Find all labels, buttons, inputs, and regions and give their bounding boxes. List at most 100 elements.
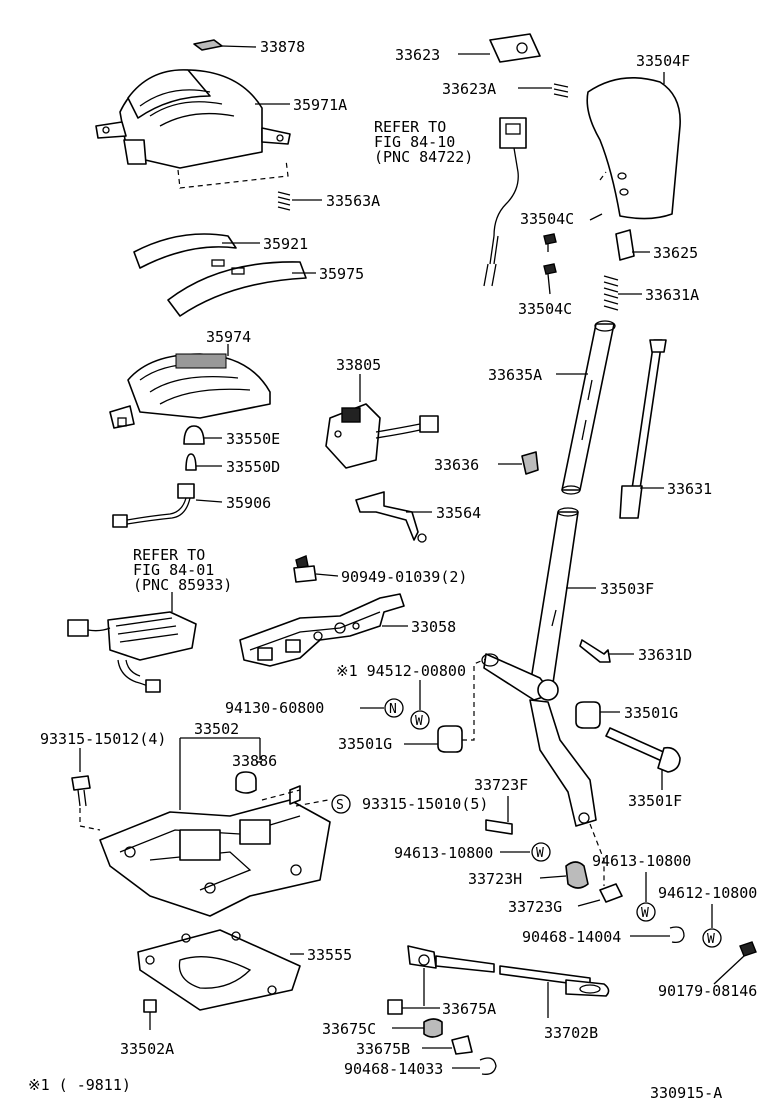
label-33550D: 33550D (226, 458, 280, 476)
part-33631A-spring (603, 275, 619, 311)
label-33886: 33886 (232, 752, 277, 770)
label-90468-14033: 90468-14033 (344, 1060, 443, 1078)
label-94512: ※1 94512-00800 (336, 662, 466, 680)
label-35974: 35974 (206, 328, 251, 346)
part-33675A-rod-end (407, 945, 495, 973)
part-33564-bracket (355, 491, 419, 541)
part-33723H-bushing (565, 861, 589, 889)
part-33631-rod (619, 339, 667, 519)
label-33631D: 33631D (638, 646, 692, 664)
label-33501G-right: 33501G (624, 704, 678, 722)
part-33555-plate (137, 929, 301, 1011)
part-33550E-bulb (183, 425, 205, 445)
label-33563A: 33563A (326, 192, 380, 210)
label-33805: 33805 (336, 356, 381, 374)
label-94612: 94612-10800 (658, 884, 757, 902)
label-33631A: 33631A (645, 286, 699, 304)
part-35974-cover (109, 353, 271, 429)
label-90468-14004: 90468-14004 (522, 928, 621, 946)
label-33723F: 33723F (474, 776, 528, 794)
label-33675C: 33675C (322, 1020, 376, 1038)
part-35975-plate (167, 261, 307, 317)
label-33502: 33502 (194, 720, 239, 738)
label-33623A: 33623A (442, 80, 496, 98)
label-33675B: 33675B (356, 1040, 410, 1058)
part-90949-clip (293, 555, 317, 583)
label-35906: 35906 (226, 494, 271, 512)
label-33504C-top: 33504C (520, 210, 574, 228)
ref-84-01-line3: (PNC 85933) (133, 576, 232, 594)
label-35921: 35921 (263, 235, 308, 253)
label-33702B: 33702B (544, 1024, 598, 1042)
label-33675A: 33675A (442, 1000, 496, 1018)
symbol-N (384, 698, 404, 718)
label-94130: 94130-60800 (225, 699, 324, 717)
footnote: ※1 ( -9811) (28, 1076, 131, 1094)
symbol-W-94512-letter: W (415, 714, 423, 729)
symbol-W-94613-left (531, 842, 551, 862)
part-33702B-rod (499, 965, 610, 997)
part-90468-14033-clip (479, 1057, 497, 1075)
part-35906-socket (112, 483, 195, 528)
symbol-W-94613-left-letter: W (536, 846, 544, 861)
symbol-W-94612-letter: W (707, 932, 715, 947)
label-33723G: 33723G (508, 898, 562, 916)
label-93315-15012: 93315-15012(4) (40, 730, 166, 748)
part-shift-lock-module (67, 611, 197, 693)
label-33635A: 33635A (488, 366, 542, 384)
symbol-W-94512 (410, 710, 430, 730)
figure-id: 330915-A (650, 1084, 722, 1102)
label-33501G-left: 33501G (338, 735, 392, 753)
part-33503F-shift-lever (481, 507, 597, 827)
part-33502-bracket (99, 785, 331, 917)
label-93315-15010: 93315-15010(5) (362, 795, 488, 813)
ref-84-01-line1: REFER TO (133, 546, 205, 564)
part-33501G-right-collar (575, 701, 601, 729)
symbol-W-94613-right (636, 902, 656, 922)
label-33502A: 33502A (120, 1040, 174, 1058)
label-33878: 33878 (260, 38, 305, 56)
ref-84-10-line1: REFER TO (374, 118, 446, 136)
symbol-W-94612 (702, 928, 722, 948)
part-33550D-bulb (185, 453, 197, 471)
part-33805-switch (325, 403, 439, 469)
part-33723F-pin (485, 819, 513, 835)
label-33564: 33564 (436, 504, 481, 522)
part-33623-connector (489, 33, 541, 63)
label-90949: 90949-01039(2) (341, 568, 467, 586)
part-33625-button (615, 229, 635, 261)
label-33503F: 33503F (600, 580, 654, 598)
part-35971A-housing (95, 69, 291, 169)
label-33723H: 33723H (468, 870, 522, 888)
label-33501F: 33501F (628, 792, 682, 810)
label-33550E: 33550E (226, 430, 280, 448)
part-35921-plate (133, 233, 237, 269)
label-33636: 33636 (434, 456, 479, 474)
label-33058: 33058 (411, 618, 456, 636)
label-94613-left: 94613-10800 (394, 844, 493, 862)
label-33504F: 33504F (636, 52, 690, 70)
part-33623A-spring (553, 83, 569, 98)
part-33886-bushing (235, 771, 257, 794)
part-33504C-screw-bottom (543, 263, 557, 275)
part-knob-switch (483, 117, 527, 287)
ref-84-10-line3: (PNC 84722) (374, 148, 473, 166)
part-33504C-screw-top (543, 233, 557, 245)
part-90179-nut (739, 941, 757, 957)
part-33501G-left-collar (437, 725, 463, 753)
label-33623: 33623 (395, 46, 440, 64)
part-33058-lever (239, 593, 405, 667)
symbol-S-letter: S (336, 798, 344, 813)
part-33504F-knob (586, 76, 681, 220)
symbol-W-94613-right-letter: W (641, 906, 649, 921)
label-33631: 33631 (667, 480, 712, 498)
part-33501F-bolt (605, 727, 681, 773)
part-33878-clip (193, 39, 223, 51)
symbol-S (331, 794, 351, 814)
label-94613-right: 94613-10800 (592, 852, 691, 870)
part-33502A-bushing (143, 999, 157, 1013)
symbol-N-letter: N (389, 702, 397, 717)
part-90468-14004-clip (669, 926, 685, 944)
label-33625: 33625 (653, 244, 698, 262)
